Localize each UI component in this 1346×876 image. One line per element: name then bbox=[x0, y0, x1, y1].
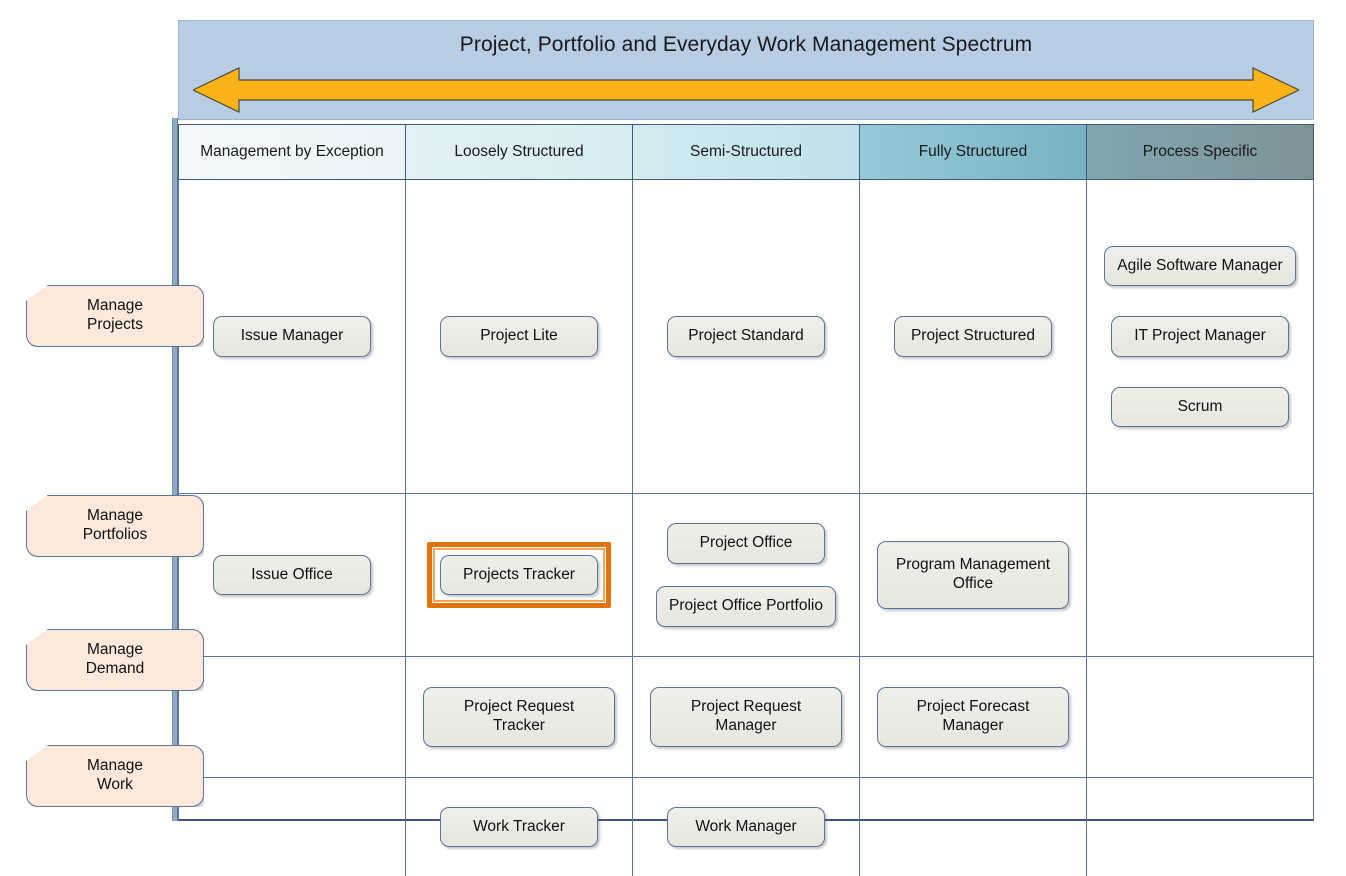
double-headed-horizontal-arrow-icon bbox=[193, 67, 1299, 113]
banner-title: Project, Portfolio and Everyday Work Man… bbox=[459, 33, 1033, 56]
cell-projects-fully-structured: Project Structured bbox=[860, 180, 1087, 493]
cell-work-process-specific bbox=[1087, 778, 1313, 876]
table-row: Work Tracker Work Manager bbox=[179, 778, 1313, 876]
product-scrum[interactable]: Scrum bbox=[1111, 386, 1289, 428]
cell-portfolios-loosely-structured: Projects Tracker bbox=[406, 494, 633, 656]
row-label-manage-projects[interactable]: Manage Projects bbox=[26, 285, 204, 347]
product-work-manager[interactable]: Work Manager bbox=[667, 806, 825, 848]
cell-portfolios-semi-structured: Project Office Project Office Portfolio bbox=[633, 494, 860, 656]
cell-work-management-by-exception bbox=[179, 778, 406, 876]
cell-demand-fully-structured: Project Forecast Manager bbox=[860, 657, 1087, 777]
table-row: Issue Office Projects Tracker Project Of… bbox=[179, 494, 1313, 657]
cell-work-semi-structured: Work Manager bbox=[633, 778, 860, 876]
cell-projects-process-specific: Agile Software Manager IT Project Manage… bbox=[1087, 180, 1313, 493]
column-header-process-specific[interactable]: Process Specific bbox=[1086, 124, 1314, 180]
product-wrapper: Project Lite bbox=[440, 316, 598, 357]
row-label-line1: Manage bbox=[86, 757, 143, 775]
product-projects-tracker[interactable]: Projects Tracker bbox=[440, 554, 598, 596]
matrix-left-rail bbox=[172, 118, 178, 821]
cell-projects-loosely-structured: Project Lite bbox=[406, 180, 633, 493]
column-header-fully-structured[interactable]: Fully Structured bbox=[859, 124, 1086, 180]
product-issue-office[interactable]: Issue Office bbox=[213, 554, 371, 596]
cell-portfolios-process-specific bbox=[1087, 494, 1313, 656]
product-agile-software-manager[interactable]: Agile Software Manager bbox=[1104, 245, 1296, 287]
column-header-semi-structured[interactable]: Semi-Structured bbox=[632, 124, 859, 180]
product-project-request-manager[interactable]: Project Request Manager bbox=[650, 687, 842, 747]
cell-portfolios-fully-structured: Program Management Office bbox=[860, 494, 1087, 656]
table-row: Project Request Tracker Project Request … bbox=[179, 657, 1313, 778]
row-label-line1: Manage bbox=[86, 297, 143, 315]
row-label-manage-demand[interactable]: Manage Demand bbox=[26, 629, 204, 691]
row-label-line1: Manage bbox=[86, 507, 143, 525]
row-label-line1: Manage bbox=[86, 641, 143, 659]
product-project-office[interactable]: Project Office bbox=[667, 523, 825, 564]
row-label-line2: Demand bbox=[85, 660, 145, 677]
product-wrapper: Issue Manager bbox=[213, 316, 371, 357]
column-header-row: Management by Exception Loosely Structur… bbox=[178, 124, 1314, 180]
product-project-structured[interactable]: Project Structured bbox=[894, 316, 1052, 357]
spectrum-banner: Project, Portfolio and Everyday Work Man… bbox=[178, 20, 1314, 120]
cell-work-loosely-structured: Work Tracker bbox=[406, 778, 633, 876]
column-header-management-by-exception[interactable]: Management by Exception bbox=[178, 124, 405, 180]
cell-demand-semi-structured: Project Request Manager bbox=[633, 657, 860, 777]
product-project-forecast-manager[interactable]: Project Forecast Manager bbox=[877, 687, 1069, 747]
spectrum-matrix-diagram: Project, Portfolio and Everyday Work Man… bbox=[26, 20, 1314, 876]
cell-demand-management-by-exception bbox=[179, 657, 406, 777]
cell-demand-process-specific bbox=[1087, 657, 1313, 777]
column-header-loosely-structured[interactable]: Loosely Structured bbox=[405, 124, 632, 180]
row-label-manage-work[interactable]: Manage Work bbox=[26, 745, 204, 807]
row-label-manage-portfolios[interactable]: Manage Portfolios bbox=[26, 495, 204, 557]
matrix: Management by Exception Loosely Structur… bbox=[172, 118, 1314, 876]
product-it-project-manager[interactable]: IT Project Manager bbox=[1111, 316, 1289, 357]
cell-projects-management-by-exception: Issue Manager bbox=[179, 180, 406, 493]
cell-demand-loosely-structured: Project Request Tracker bbox=[406, 657, 633, 777]
product-project-office-portfolio[interactable]: Project Office Portfolio bbox=[656, 586, 836, 627]
cell-projects-semi-structured: Project Standard bbox=[633, 180, 860, 493]
product-work-tracker[interactable]: Work Tracker bbox=[440, 806, 598, 848]
product-program-management-office[interactable]: Program Management Office bbox=[877, 541, 1069, 609]
cell-work-fully-structured bbox=[860, 778, 1087, 876]
product-project-lite[interactable]: Project Lite bbox=[440, 316, 598, 357]
product-issue-manager[interactable]: Issue Manager bbox=[213, 316, 371, 357]
highlight-outline: Projects Tracker bbox=[427, 541, 611, 609]
product-wrapper: Project Structured bbox=[894, 316, 1052, 357]
table-row: Issue Manager Project Lite Project Stand… bbox=[179, 180, 1313, 494]
row-label-line2: Projects bbox=[86, 316, 143, 333]
product-project-request-tracker[interactable]: Project Request Tracker bbox=[423, 687, 615, 747]
product-wrapper: Issue Office bbox=[213, 554, 371, 596]
product-project-standard[interactable]: Project Standard bbox=[667, 316, 825, 357]
product-wrapper: Project Standard bbox=[667, 316, 825, 357]
row-label-line2: Work bbox=[97, 776, 133, 793]
cell-portfolios-management-by-exception: Issue Office bbox=[179, 494, 406, 656]
row-label-line2: Portfolios bbox=[82, 526, 148, 543]
matrix-body: Issue Manager Project Lite Project Stand… bbox=[178, 180, 1314, 876]
